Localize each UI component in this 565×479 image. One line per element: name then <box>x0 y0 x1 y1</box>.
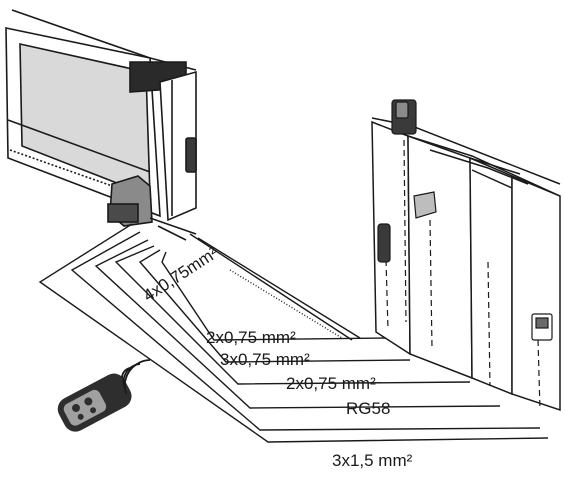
gate-bottom-bar <box>7 119 151 173</box>
photocell-right <box>377 223 391 263</box>
route-motor-feed <box>189 233 353 341</box>
route-power <box>70 231 541 431</box>
wall-devices <box>377 99 553 341</box>
route-antenna <box>94 239 501 409</box>
label-power: 3x1,5 mm² <box>332 451 413 470</box>
label-antenna: RG58 <box>346 399 390 418</box>
wall-segment-1 <box>469 156 513 396</box>
key-switch <box>413 191 437 219</box>
sliding-gate <box>5 9 197 241</box>
wall-segment-2 <box>511 174 561 412</box>
wall-internal-wiring <box>385 139 541 411</box>
photocell-left <box>185 137 197 173</box>
route-cable-c <box>114 245 471 385</box>
floor-edge <box>38 223 549 443</box>
gate-motor-base <box>107 203 139 223</box>
label-motor-feed: 4x0,75mm² <box>140 243 222 305</box>
cable-routes <box>38 223 549 443</box>
label-cable-b: 3x0,75 mm² <box>220 350 310 369</box>
label-cable-c: 2x0,75 mm² <box>286 374 376 393</box>
remote-control-icon <box>57 373 132 432</box>
radio-waves-icon <box>121 359 151 395</box>
remote-control <box>57 359 151 432</box>
label-cable-a: 2x0,75 mm² <box>206 328 296 347</box>
route-cable-b <box>138 249 411 363</box>
route-cable-a <box>161 251 387 341</box>
pillar-side <box>407 134 473 380</box>
wall-structure <box>371 117 561 412</box>
gate-post <box>159 70 197 222</box>
